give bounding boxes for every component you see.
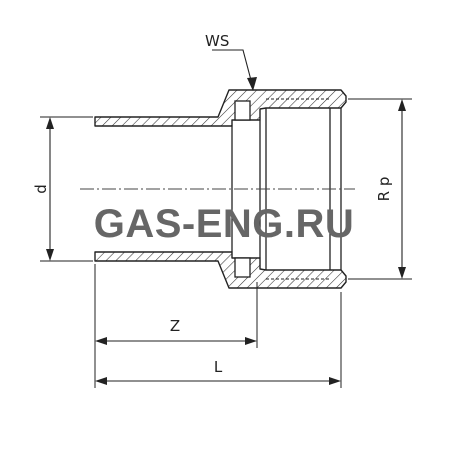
ws-leader xyxy=(212,49,257,91)
label-z: Z xyxy=(170,317,180,335)
thread-marks xyxy=(266,98,330,280)
dimension-rp xyxy=(348,98,412,280)
lower-wall-section xyxy=(94,251,347,289)
upper-wall-section xyxy=(94,89,347,127)
label-rp: R p xyxy=(375,177,393,202)
lower-seal-groove xyxy=(234,257,251,278)
label-l: L xyxy=(214,358,223,376)
label-d: d xyxy=(32,184,50,194)
dimension-d xyxy=(40,116,93,262)
label-ws: WS xyxy=(205,32,229,50)
dimension-z xyxy=(94,264,258,388)
dimension-l xyxy=(95,292,342,388)
watermark-text: GAS-ENG.RU xyxy=(94,202,355,246)
upper-seal-groove xyxy=(234,100,251,121)
